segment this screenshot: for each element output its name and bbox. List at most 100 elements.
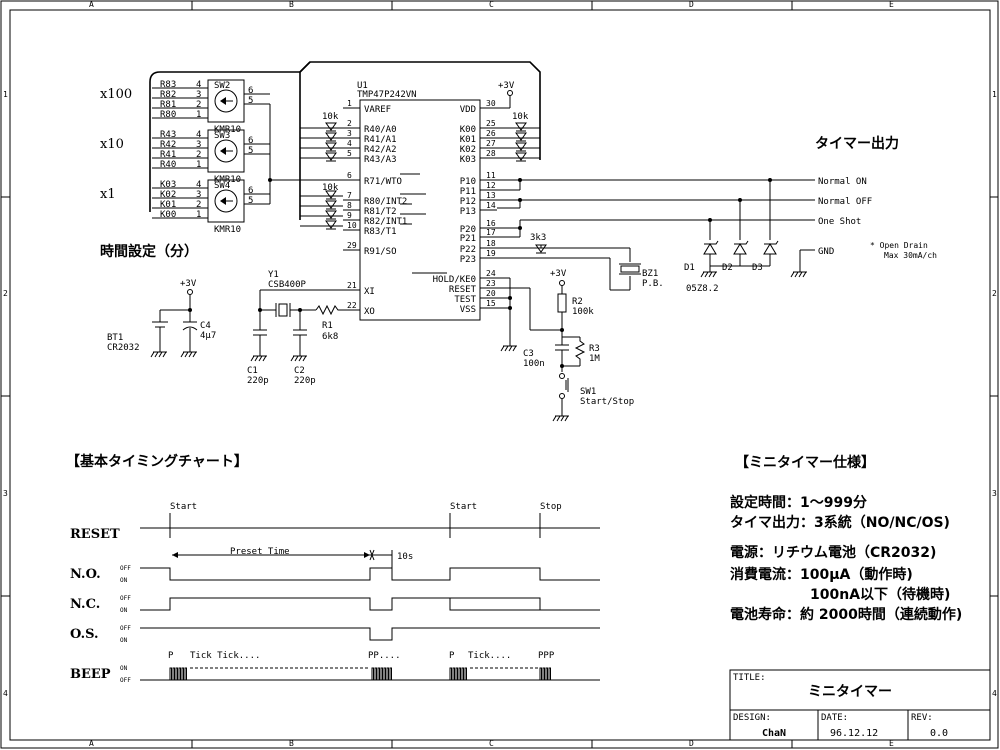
switch-pin-net: R80	[160, 110, 176, 120]
ic-pin-name: P23	[460, 255, 476, 265]
ic-pin-num: 4	[347, 139, 352, 148]
ic-pin-num: 27	[486, 139, 496, 148]
ic-pin-num: 9	[347, 211, 352, 220]
border-col-label: D	[689, 0, 694, 9]
ic-pin-name: P10	[460, 177, 476, 187]
svg-text:RESET: RESET	[70, 527, 120, 542]
svg-text:C1: C1	[247, 366, 258, 376]
ic-pin-name: K02	[460, 145, 476, 155]
ic-pin-name: VSS	[460, 305, 476, 315]
ic-pin-num: 19	[486, 249, 496, 258]
ic-pin-num: 22	[347, 301, 357, 310]
svg-text:SW1: SW1	[580, 387, 596, 397]
svg-text:Max 30mA/ch: Max 30mA/ch	[884, 251, 937, 260]
svg-text:P: P	[449, 651, 455, 661]
ic-pin-name: R80/INT2	[364, 197, 407, 207]
svg-text:Start: Start	[170, 502, 197, 512]
svg-text:D3: D3	[752, 263, 763, 273]
ic-pin-name: XO	[364, 307, 375, 317]
svg-text:CSB400P: CSB400P	[268, 280, 307, 290]
svg-text:Start/Stop: Start/Stop	[580, 397, 634, 407]
switch-pin-net: R43	[160, 130, 176, 140]
switch-pin-net: R83	[160, 80, 176, 90]
ic-pin-name: R81/T2	[364, 207, 397, 217]
svg-text:Tick....: Tick....	[468, 651, 511, 661]
svg-text:220p: 220p	[294, 376, 316, 386]
border-row-label: 3	[3, 489, 8, 498]
outputs: タイマー出力 Normal ON Normal OFF One Shot GND…	[497, 135, 937, 294]
vdd-supply: +3V	[480, 81, 515, 109]
switch-pin-num: 4	[196, 180, 201, 190]
svg-text:DATE:: DATE:	[821, 713, 848, 723]
border-col-label: B	[289, 739, 294, 748]
svg-text:100nA以下（待機時): 100nA以下（待機時)	[810, 586, 950, 603]
ic-pin-name: R40/A0	[364, 125, 397, 135]
border-col-label: D	[689, 739, 694, 748]
switch-pin-net: K01	[160, 200, 176, 210]
svg-text:REV:: REV:	[911, 713, 933, 723]
level-label: OFF	[120, 565, 131, 572]
ic-pin-num: 8	[347, 201, 352, 210]
ic-pin-name: K00	[460, 125, 476, 135]
oscillator: Y1 CSB400P R1 6k8 C1 220p C2 220p	[247, 270, 343, 386]
level-label: ON	[120, 607, 128, 614]
ic-pin-name: P12	[460, 197, 476, 207]
svg-text:R3: R3	[589, 344, 600, 354]
ic-pin-num: 13	[486, 191, 496, 200]
ic-pin-num: 5	[347, 149, 352, 158]
ic-part: TMP47P242VN	[357, 90, 417, 100]
switch-pin-net: R41	[160, 150, 176, 160]
mult-x10: x10	[100, 137, 124, 152]
ic-pin-name: VDD	[460, 105, 476, 115]
border-col-label: E	[889, 0, 894, 9]
svg-text:PPP: PPP	[538, 651, 555, 661]
ic-pin-num: 21	[347, 281, 357, 290]
svg-text:消費電流：100μA（動作時): 消費電流：100μA（動作時)	[730, 566, 913, 583]
ic-pin-name: R83/T1	[364, 227, 397, 237]
svg-text:+3V: +3V	[180, 279, 197, 289]
switch-common-pin: 5	[248, 196, 253, 206]
ic-pin-name: P21	[460, 234, 476, 244]
ic-pin-num: 24	[486, 269, 496, 278]
svg-text:10s: 10s	[397, 552, 413, 562]
design-value: ChaN	[762, 728, 786, 739]
svg-text:電源：リチウム電池（CR2032): 電源：リチウム電池（CR2032)	[730, 544, 936, 561]
border-row-label: 4	[3, 689, 8, 698]
ic-pin-name: P22	[460, 245, 476, 255]
ic-pin-num: 20	[486, 289, 496, 298]
level-label: OFF	[120, 677, 131, 684]
svg-text:C3: C3	[523, 349, 534, 359]
ic-pin-num: 16	[486, 219, 496, 228]
switch-pin-num: 1	[196, 210, 201, 220]
ic-pin-num: 12	[486, 181, 496, 190]
svg-text:BZ1: BZ1	[642, 269, 658, 279]
normal-off-label: Normal OFF	[818, 197, 872, 207]
svg-text:電池寿命：約 2000時間（連続動作): 電池寿命：約 2000時間（連続動作)	[730, 606, 962, 623]
ic-pin-num: 1	[347, 99, 352, 108]
svg-text:P.B.: P.B.	[642, 279, 664, 289]
ic-pin-name: R91/SO	[364, 247, 397, 257]
svg-text:3k3: 3k3	[530, 233, 546, 243]
svg-text:+3V: +3V	[498, 81, 515, 91]
ic-pin-num: 25	[486, 119, 496, 128]
switch-pin-net: R42	[160, 140, 176, 150]
border-col-label: C	[489, 739, 494, 748]
svg-text:P: P	[168, 651, 174, 661]
ic-pin-num: 10	[347, 221, 357, 230]
svg-text:220p: 220p	[247, 376, 269, 386]
border-row-label: 2	[992, 289, 997, 298]
gnd-label: GND	[818, 247, 834, 257]
switch-pin-net: R40	[160, 160, 176, 170]
ic-pin-name: P20	[460, 225, 476, 235]
svg-text:C4: C4	[200, 321, 211, 331]
switch-pin-net: K00	[160, 210, 176, 220]
svg-text:Stop: Stop	[540, 502, 562, 512]
svg-text:+3V: +3V	[550, 269, 567, 279]
pullup-left: 10k 10k	[322, 112, 339, 230]
switch-common-pin: 5	[248, 146, 253, 156]
switch-pin-num: 1	[196, 160, 201, 170]
switch-ref: SW4	[214, 181, 230, 191]
